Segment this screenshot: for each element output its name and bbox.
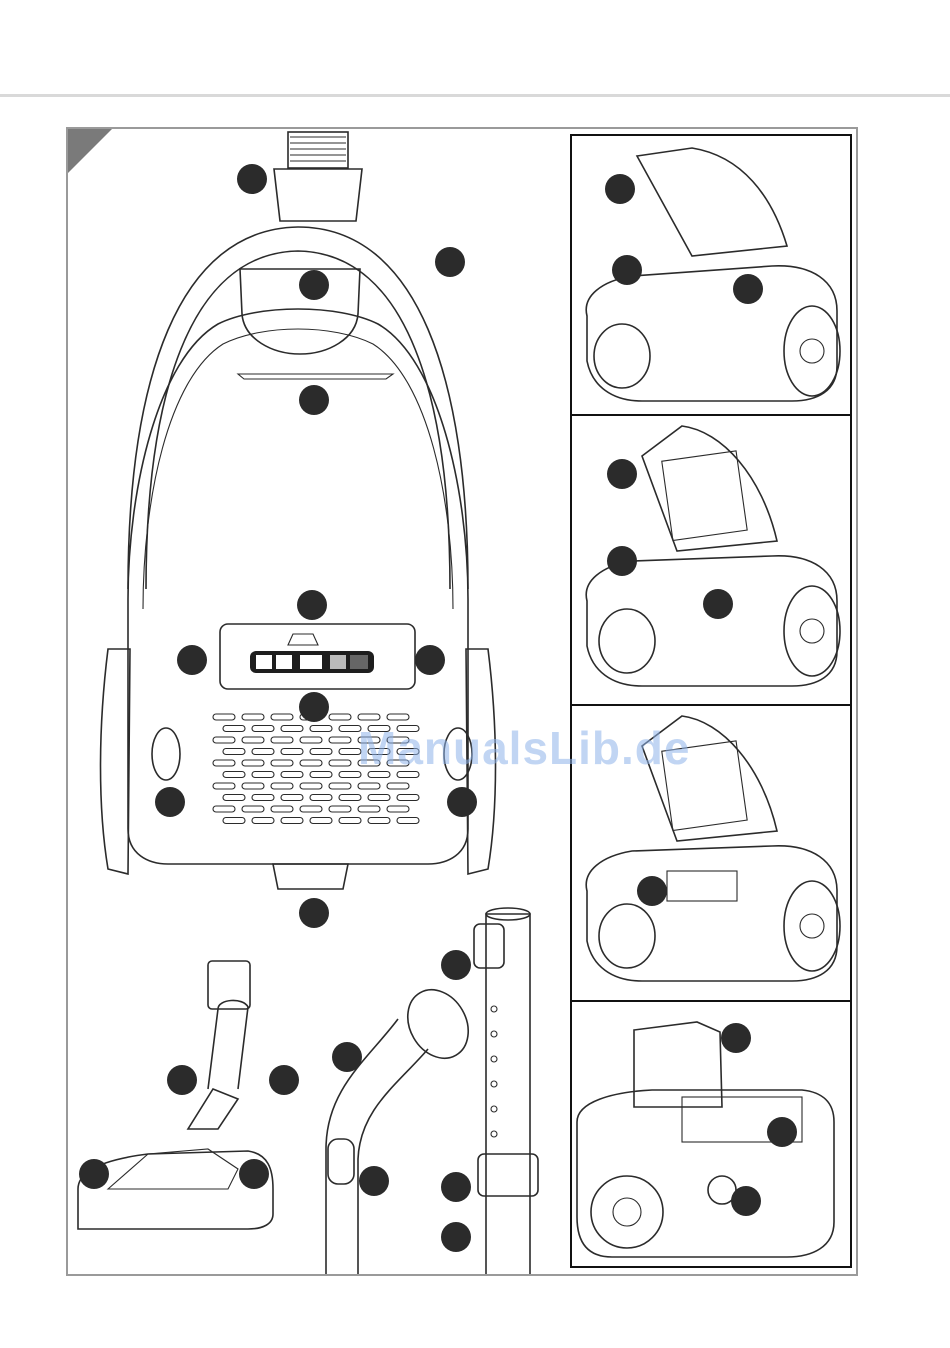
grille-slot bbox=[223, 772, 245, 778]
grille-slot bbox=[213, 806, 235, 812]
telescopic-tube bbox=[474, 908, 538, 1274]
grille-slot bbox=[223, 726, 245, 732]
panel-dust-bag-lid-open bbox=[570, 134, 852, 416]
callout-markers bbox=[79, 164, 477, 1252]
carry-handle bbox=[128, 227, 468, 589]
grille-slot bbox=[339, 795, 361, 801]
grille-slot bbox=[271, 714, 293, 720]
grille-slot bbox=[281, 795, 303, 801]
watermark: ManualsLib.de bbox=[358, 721, 690, 775]
grille-slot bbox=[358, 783, 380, 789]
grille-slot bbox=[281, 772, 303, 778]
grille-slot bbox=[252, 772, 274, 778]
hose-connector bbox=[274, 132, 362, 221]
grille-slot bbox=[213, 737, 235, 743]
grille-slot bbox=[281, 818, 303, 824]
grille-slot bbox=[223, 795, 245, 801]
panel-exhaust-filter bbox=[570, 1000, 852, 1268]
grille-slot bbox=[213, 714, 235, 720]
grille-slot bbox=[339, 818, 361, 824]
grille-slot bbox=[300, 737, 322, 743]
cord-rewind-button bbox=[152, 728, 180, 780]
floor-nozzle bbox=[78, 961, 273, 1229]
grille-slot bbox=[329, 714, 351, 720]
grille-slot bbox=[252, 726, 274, 732]
grille-slot bbox=[252, 795, 274, 801]
illustration-frame: ManualsLib.de bbox=[66, 127, 858, 1276]
grille-slot bbox=[358, 806, 380, 812]
grille-slot bbox=[213, 760, 235, 766]
grille-slot bbox=[310, 795, 332, 801]
vacuum-body bbox=[128, 309, 468, 864]
panel-filter-lid-open bbox=[570, 414, 852, 706]
grille-slot bbox=[271, 783, 293, 789]
grille-slot bbox=[271, 806, 293, 812]
grille-slot bbox=[329, 806, 351, 812]
grille-slot bbox=[271, 737, 293, 743]
grille-slot bbox=[387, 714, 409, 720]
grille-slot bbox=[242, 783, 264, 789]
grille-slot bbox=[310, 772, 332, 778]
grille-slot bbox=[213, 783, 235, 789]
grille-slot bbox=[358, 714, 380, 720]
grille-slot bbox=[310, 818, 332, 824]
grille-slot bbox=[387, 783, 409, 789]
grille-slot bbox=[368, 818, 390, 824]
grille-slot bbox=[300, 806, 322, 812]
grille-slot bbox=[242, 760, 264, 766]
grille-slot bbox=[329, 783, 351, 789]
grille-slot bbox=[397, 795, 419, 801]
grille-slot bbox=[387, 806, 409, 812]
grille-slot bbox=[368, 795, 390, 801]
grille-slot bbox=[281, 726, 303, 732]
grille-slot bbox=[271, 760, 293, 766]
top-rule bbox=[0, 94, 950, 97]
grille-slot bbox=[242, 714, 264, 720]
grille-slot bbox=[281, 749, 303, 755]
grille-slot bbox=[223, 749, 245, 755]
grille-slot bbox=[242, 806, 264, 812]
grille-slot bbox=[310, 749, 332, 755]
grille-slot bbox=[242, 737, 264, 743]
grille-slot bbox=[252, 749, 274, 755]
grille-slot bbox=[329, 737, 351, 743]
grille-slot bbox=[223, 818, 245, 824]
grille-slot bbox=[300, 760, 322, 766]
grille-slot bbox=[300, 783, 322, 789]
grille-slot bbox=[397, 818, 419, 824]
grille-slot bbox=[310, 726, 332, 732]
left-wheel bbox=[101, 649, 131, 874]
grille-slot bbox=[329, 760, 351, 766]
main-vacuum-illustration bbox=[68, 129, 568, 1276]
grille-slot bbox=[252, 818, 274, 824]
